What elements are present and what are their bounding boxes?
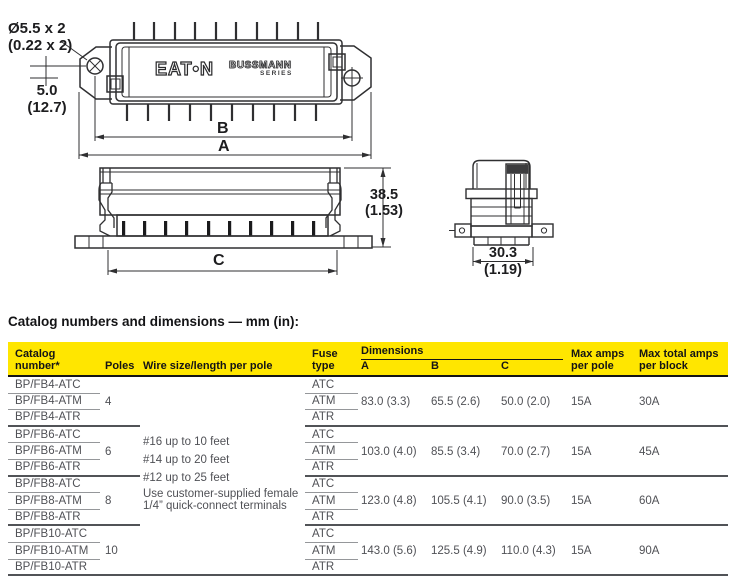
col-header-c: C bbox=[501, 359, 509, 372]
offset-dimension-note: 5.0(12.7) bbox=[27, 82, 67, 116]
dim-label-a: A bbox=[218, 138, 230, 155]
col-header-wire: Wire size/length per pole bbox=[143, 359, 273, 372]
end-view-drawing bbox=[449, 159, 554, 266]
height-dimension: 38.5(1.53) bbox=[365, 187, 403, 219]
series-label: SERIES bbox=[260, 70, 293, 77]
technical-drawing bbox=[30, 22, 554, 275]
top-view-drawing bbox=[30, 22, 372, 159]
front-view-drawing bbox=[74, 167, 391, 275]
wire-note: Use customer-supplied female bbox=[143, 488, 299, 500]
wire-note: 1/4” quick-connect terminals bbox=[143, 500, 287, 512]
section-title: Catalog numbers and dimensions — mm (in)… bbox=[8, 314, 300, 329]
depth-dimension: 30.3(1.19) bbox=[484, 245, 522, 278]
wire-note: #14 up to 20 feet bbox=[143, 454, 230, 466]
eaton-logo: EAT•N bbox=[154, 58, 214, 79]
wire-note: #12 up to 25 feet bbox=[143, 472, 230, 484]
dim-label-b: B bbox=[217, 120, 229, 137]
col-header-a: A bbox=[361, 359, 369, 372]
dim-label-c: C bbox=[213, 252, 225, 269]
col-header-dimensions: Dimensions A B C bbox=[358, 342, 568, 375]
hole-dimension-note: Ø5.5 x 2(0.22 x 2) bbox=[8, 20, 73, 54]
wire-note: #16 up to 10 feet bbox=[143, 436, 230, 448]
col-header-poles: Poles bbox=[105, 359, 135, 372]
col-header-b: B bbox=[431, 359, 439, 372]
bussmann-logo: BUSSMANN bbox=[229, 60, 292, 72]
